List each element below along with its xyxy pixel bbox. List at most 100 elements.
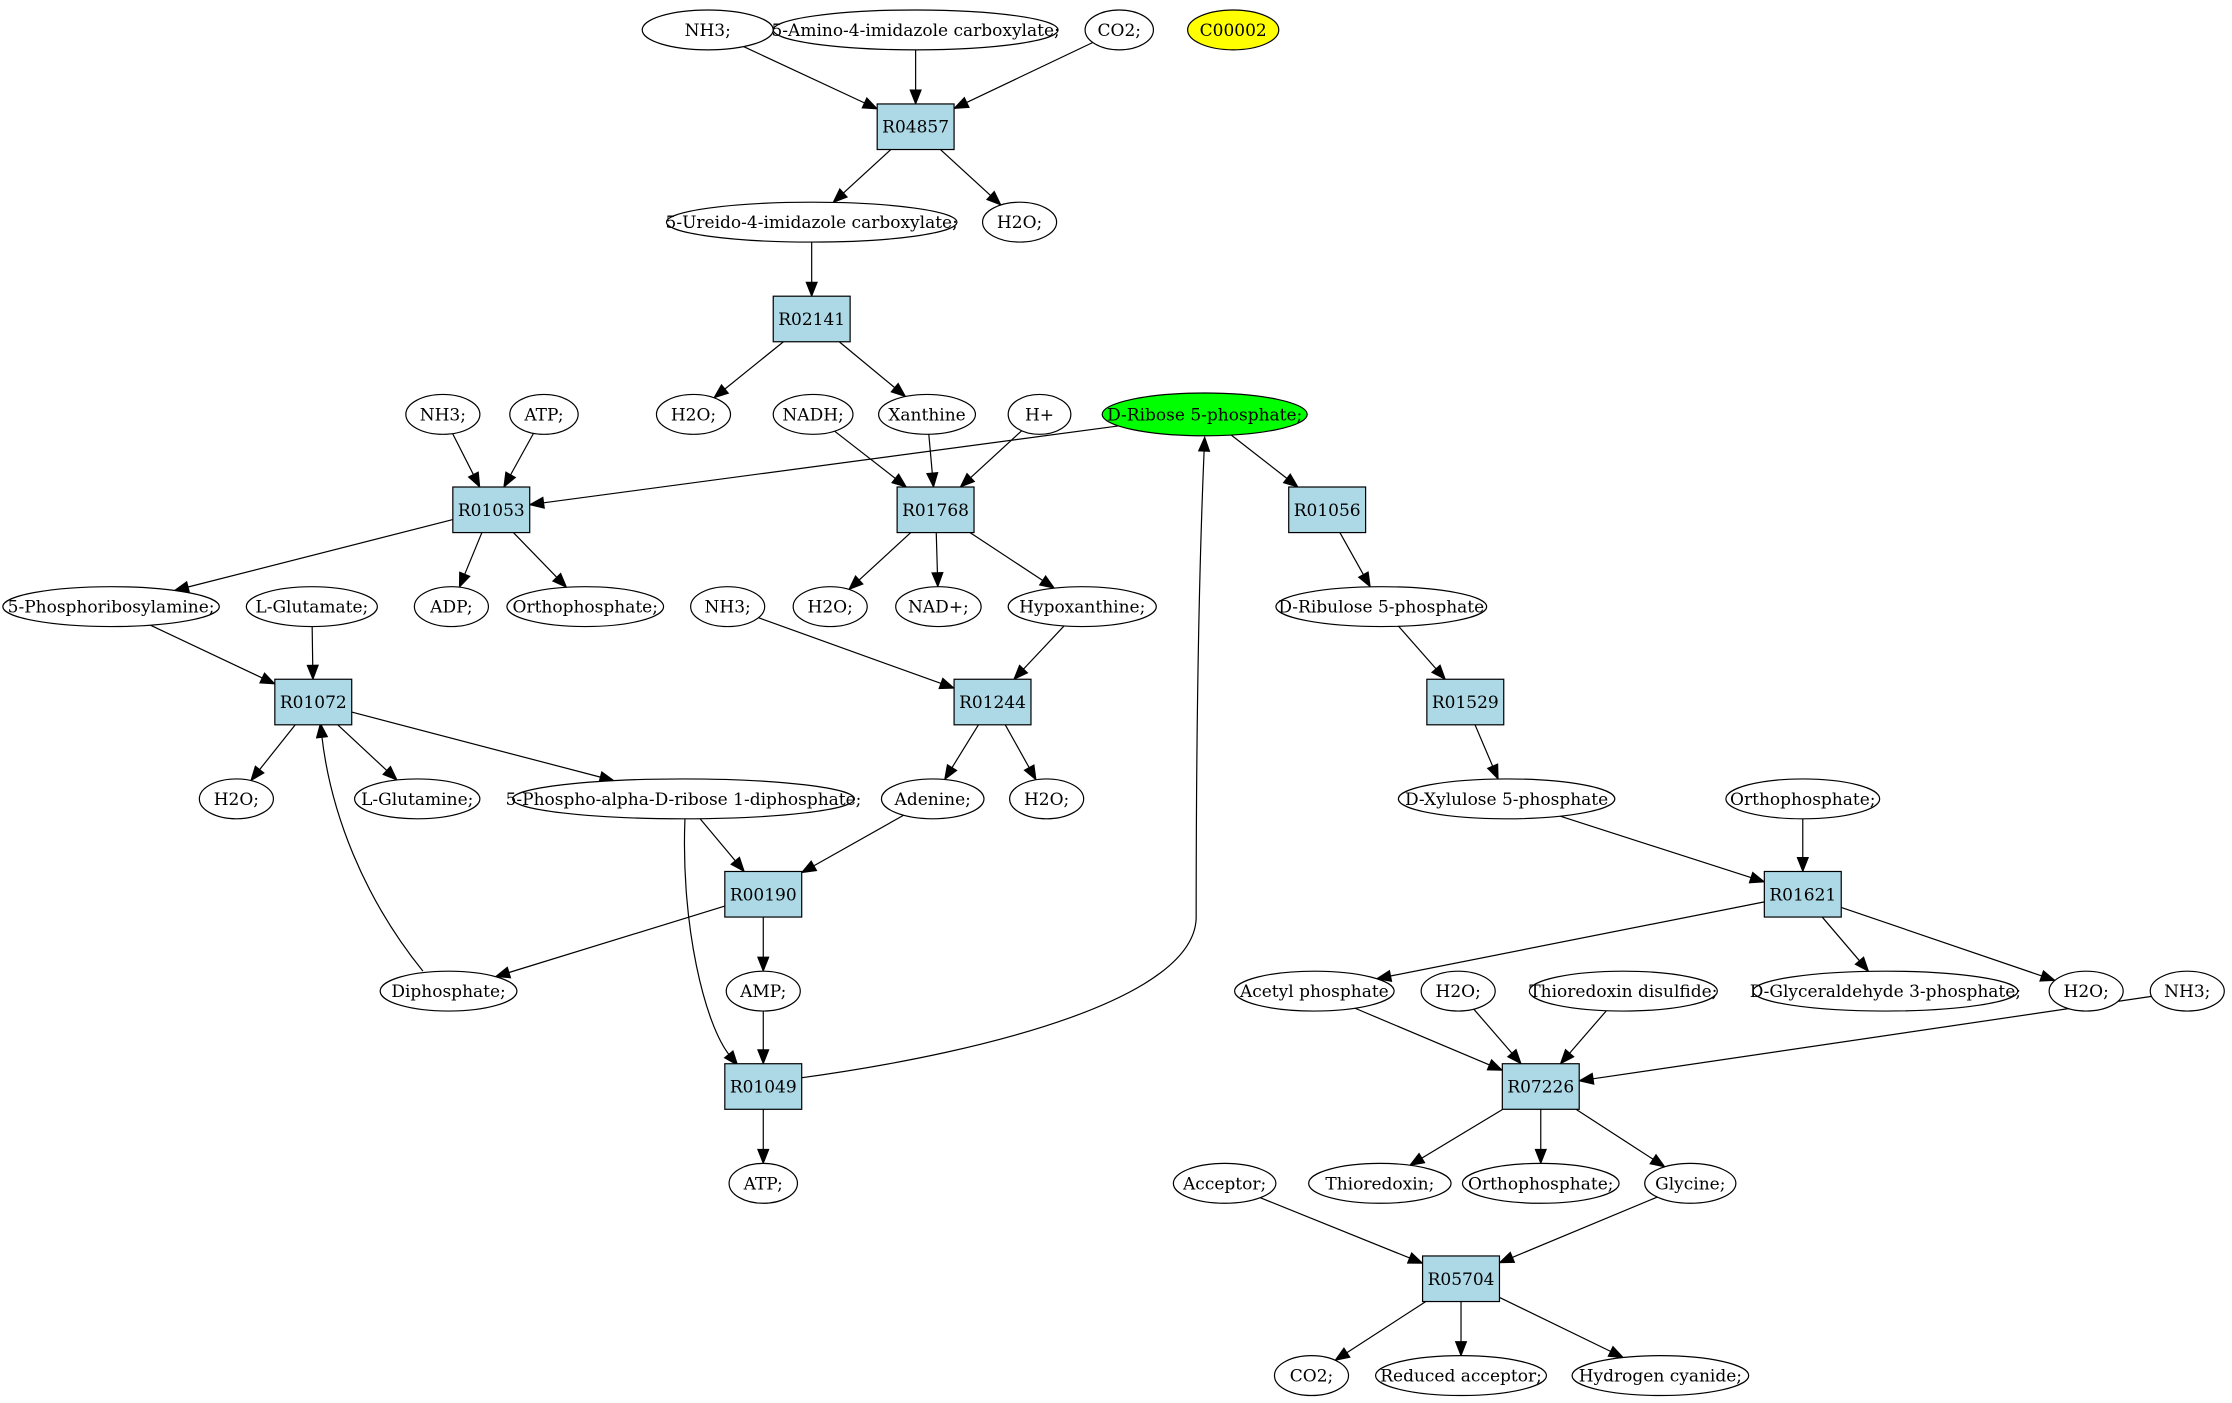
- node-label: R02141: [778, 310, 845, 330]
- compound-node-m_gln[interactable]: L-Glutamine;: [353, 778, 481, 820]
- compound-node-m_co2_a[interactable]: CO2;: [1084, 9, 1155, 51]
- compound-node-m_pi_a[interactable]: Orthophosphate;: [506, 586, 665, 628]
- node-label: L-Glutamate;: [255, 598, 368, 618]
- compound-node-m_redacc[interactable]: Reduced acceptor;: [1374, 1355, 1548, 1397]
- compound-node-m_uica[interactable]: 5-Ureido-4-imidazole carboxylate;: [666, 201, 958, 243]
- reaction-node-r07226[interactable]: R07226: [1501, 1063, 1580, 1110]
- compound-node-m_amp[interactable]: AMP;: [725, 970, 801, 1012]
- edge-m_atp_a-to-r01053: [509, 433, 535, 477]
- node-label: Glycine;: [1655, 1174, 1725, 1194]
- compound-node-m_g3p[interactable]: D-Glyceraldehyde 3-phosphate;: [1750, 970, 2021, 1012]
- reaction-node-r01768[interactable]: R01768: [896, 486, 975, 534]
- compound-node-m_nadplus[interactable]: NAD+;: [895, 586, 982, 628]
- node-label: R01244: [959, 693, 1026, 713]
- compound-node-m_xanthine[interactable]: Xanthine: [878, 393, 977, 435]
- edge-r01621-to-m_h2o_g: [1841, 906, 2044, 978]
- compound-node-m_atp_a[interactable]: ATP;: [509, 393, 579, 435]
- reaction-node-r01049[interactable]: R01049: [724, 1063, 803, 1110]
- compound-node-m_nh3_d[interactable]: NH3;: [2149, 970, 2225, 1012]
- node-label: 5-Amino-4-imidazole carboxylate;: [771, 21, 1059, 41]
- compound-ellipse: [1007, 393, 1072, 435]
- edge-arrowhead: [959, 472, 976, 488]
- reaction-node-r01621[interactable]: R01621: [1763, 870, 1842, 918]
- compound-node-m_prpp_amine[interactable]: 5-Phosphoribosylamine;: [2, 586, 220, 628]
- compound-node-m_hcn[interactable]: Hydrogen cyanide;: [1571, 1355, 1750, 1397]
- compound-node-m_hplus[interactable]: H+: [1007, 393, 1072, 435]
- reaction-box: [1421, 1255, 1501, 1303]
- compound-node-m_ppi[interactable]: Diphosphate;: [379, 970, 518, 1012]
- compound-node-m_nadh[interactable]: NADH;: [772, 393, 854, 435]
- node-label: CO2;: [1290, 1367, 1334, 1387]
- compound-ellipse: [728, 1162, 799, 1204]
- compound-node-m_h2o_f[interactable]: H2O;: [1420, 970, 1496, 1012]
- reaction-box: [772, 295, 851, 343]
- compound-node-m_pi_c[interactable]: Orthophosphate;: [1461, 1162, 1620, 1204]
- compound-node-m_trx[interactable]: Thioredoxin;: [1308, 1162, 1452, 1204]
- reaction-node-r01244[interactable]: R01244: [953, 678, 1032, 726]
- edge-arrowhead: [259, 672, 277, 685]
- compound-node-m_glu[interactable]: L-Glutamate;: [245, 586, 378, 628]
- compound-node-m_xyl5p[interactable]: D-Xylulose 5-phosphate: [1397, 778, 1616, 820]
- edge-r07226-to-m_trx: [1419, 1108, 1504, 1160]
- compound-node-m_adp[interactable]: ADP;: [413, 586, 490, 628]
- reaction-node-r01056[interactable]: R01056: [1288, 486, 1367, 534]
- reaction-node-r01529[interactable]: R01529: [1426, 678, 1505, 726]
- reaction-node-r01053[interactable]: R01053: [452, 486, 531, 534]
- compound-node-m_rib5p[interactable]: D-Ribose 5-phosphate;: [1101, 392, 1308, 437]
- compound-node-m_h2o_d[interactable]: H2O;: [198, 778, 275, 820]
- edge-layer: [150, 41, 2152, 1361]
- node-label: Orthophosphate;: [513, 598, 658, 618]
- compound-node-m_h2o_e[interactable]: H2O;: [1009, 778, 1085, 820]
- compound-node-m_nh3_a[interactable]: NH3;: [641, 9, 774, 51]
- compound-node-m_atp_b[interactable]: ATP;: [728, 1162, 799, 1204]
- compound-node-m_h2o_a[interactable]: H2O;: [981, 201, 1058, 243]
- edge-arrowhead: [382, 765, 398, 781]
- compound-ellipse: [379, 970, 518, 1012]
- compound-node-m_nh3_b[interactable]: NH3;: [405, 393, 481, 435]
- edge-arrowhead: [2039, 969, 2057, 982]
- compound-ellipse: [1275, 586, 1488, 628]
- compound-node-m_prpp[interactable]: 5-Phospho-alpha-D-ribose 1-diphosphate;: [506, 778, 862, 820]
- compound-node-m_aica[interactable]: 5-Amino-4-imidazole carboxylate;: [771, 9, 1060, 51]
- compound-node-m_acceptor[interactable]: Acceptor;: [1172, 1162, 1277, 1204]
- compound-node-m_hypox[interactable]: Hypoxanthine;: [1007, 586, 1157, 628]
- compound-node-m_pi_b[interactable]: Orthophosphate;: [1725, 778, 1881, 820]
- node-label: Thioredoxin;: [1325, 1174, 1434, 1194]
- compound-node-m_ribu5p[interactable]: D-Ribulose 5-phosphate: [1275, 586, 1488, 628]
- compound-node-m_trxss[interactable]: Thioredoxin disulfide;: [1528, 970, 1718, 1012]
- node-label: R01529: [1432, 693, 1499, 713]
- node-label: Orthophosphate;: [1730, 790, 1875, 810]
- edge-r01768-to-m_h2o_c: [857, 532, 912, 582]
- compound-node-m_h2o_g[interactable]: H2O;: [2048, 970, 2124, 1012]
- node-label: 5-Phosphoribosylamine;: [8, 598, 215, 618]
- edge-m_prpp-to-r01049: [683, 818, 731, 1057]
- compound-node-m_h2o_b[interactable]: H2O;: [655, 393, 732, 435]
- edge-arrowhead: [712, 383, 730, 399]
- edge-arrowhead: [926, 472, 939, 489]
- reaction-node-r02141[interactable]: R02141: [772, 295, 851, 343]
- node-label: CO2;: [1098, 21, 1142, 41]
- compound-node-m_nh3_c[interactable]: NH3;: [690, 586, 766, 628]
- edge-arrowhead: [847, 575, 864, 591]
- reaction-node-r01072[interactable]: R01072: [274, 678, 353, 726]
- edge-arrowhead: [891, 473, 908, 488]
- edge-r01621-to-m_acp: [1388, 901, 1765, 977]
- compound-ellipse: [1084, 9, 1155, 51]
- compound-node-m_acp[interactable]: Acetyl phosphate: [1234, 970, 1395, 1012]
- edge-arrowhead: [1454, 1341, 1468, 1358]
- compound-node-m_co2_b[interactable]: CO2;: [1273, 1355, 1350, 1397]
- edge-r01053-to-m_prpp_amine: [185, 519, 453, 589]
- reaction-node-r05704[interactable]: R05704: [1421, 1255, 1501, 1303]
- node-label: Thioredoxin disulfide;: [1529, 982, 1717, 1002]
- edge-arrowhead: [1038, 574, 1056, 589]
- reaction-node-r04857[interactable]: R04857: [876, 103, 955, 151]
- compound-node-m_c00002[interactable]: C00002: [1187, 9, 1280, 51]
- edge-arrowhead: [1486, 1058, 1504, 1071]
- compound-node-m_adenine[interactable]: Adenine;: [880, 778, 985, 820]
- compound-ellipse: [506, 586, 665, 628]
- compound-node-m_h2o_c[interactable]: H2O;: [792, 586, 868, 628]
- edge-r00190-to-m_ppi: [506, 905, 725, 974]
- compound-node-m_gly[interactable]: Glycine;: [1644, 1162, 1737, 1204]
- compound-ellipse: [655, 393, 732, 435]
- reaction-node-r00190[interactable]: R00190: [724, 870, 803, 918]
